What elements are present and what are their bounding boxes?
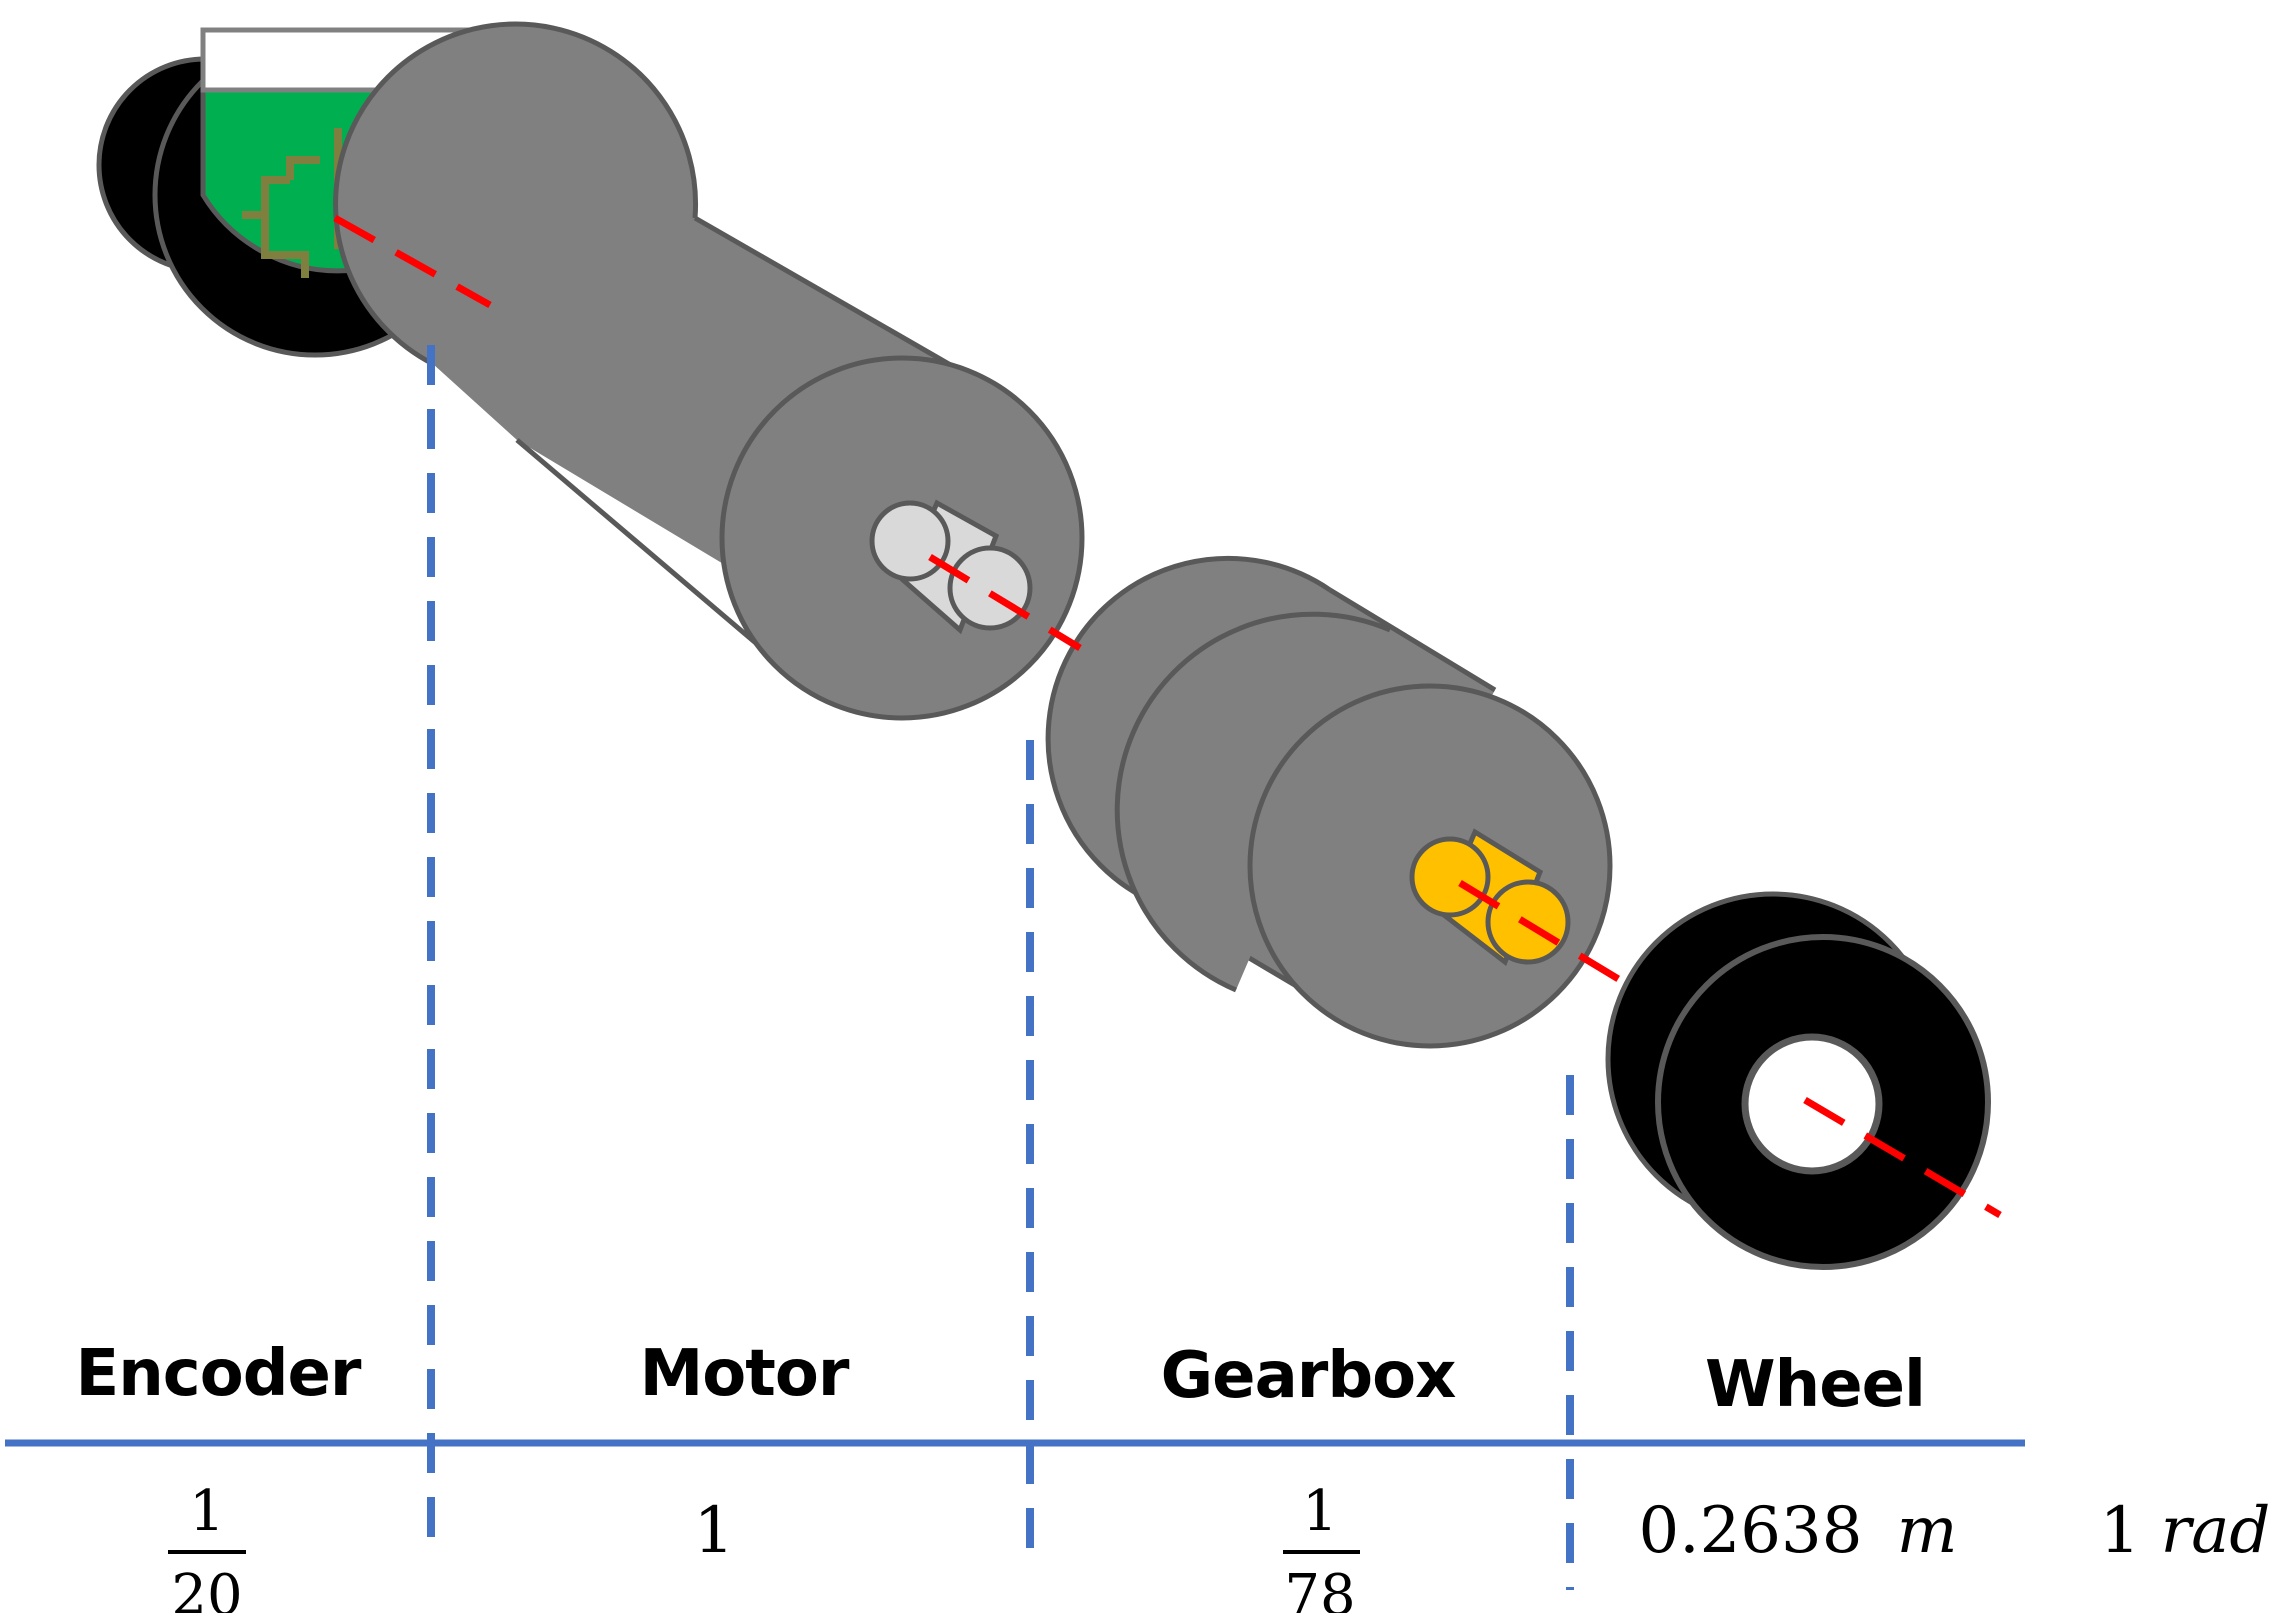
gearbox-ratio-numerator: 1	[1302, 1479, 1338, 1544]
rotation-axis	[333, 214, 2002, 1219]
angle-unit: rad	[2161, 1494, 2271, 1568]
encoder-ratio: 1 20	[168, 1479, 246, 1613]
angle-value: 1 rad	[2100, 1494, 2271, 1568]
gearbox-label: Gearbox	[1161, 1339, 1456, 1413]
gearbox-ratio-denominator: 78	[1284, 1563, 1355, 1613]
angle-number: 1	[2100, 1494, 2141, 1568]
encoder-ratio-numerator: 1	[189, 1479, 225, 1544]
gearbox-drawing	[1045, 555, 1613, 1049]
wheel-distance: 0.2638 m	[1639, 1494, 1958, 1568]
section-dividers	[427, 345, 1574, 1590]
motor-ratio: 1	[694, 1494, 735, 1568]
wheel-drawing	[1605, 891, 1991, 1270]
encoder-ratio-denominator: 20	[171, 1563, 242, 1613]
motor-label: Motor	[640, 1337, 850, 1411]
wheel-distance-value: 0.2638	[1639, 1494, 1863, 1568]
motor-drawing	[333, 21, 1085, 721]
wheel-label: Wheel	[1705, 1348, 1925, 1422]
encoder-label: Encoder	[76, 1337, 362, 1411]
wheel-distance-unit: m	[1897, 1494, 1958, 1568]
gearbox-ratio: 1 78	[1283, 1479, 1360, 1613]
